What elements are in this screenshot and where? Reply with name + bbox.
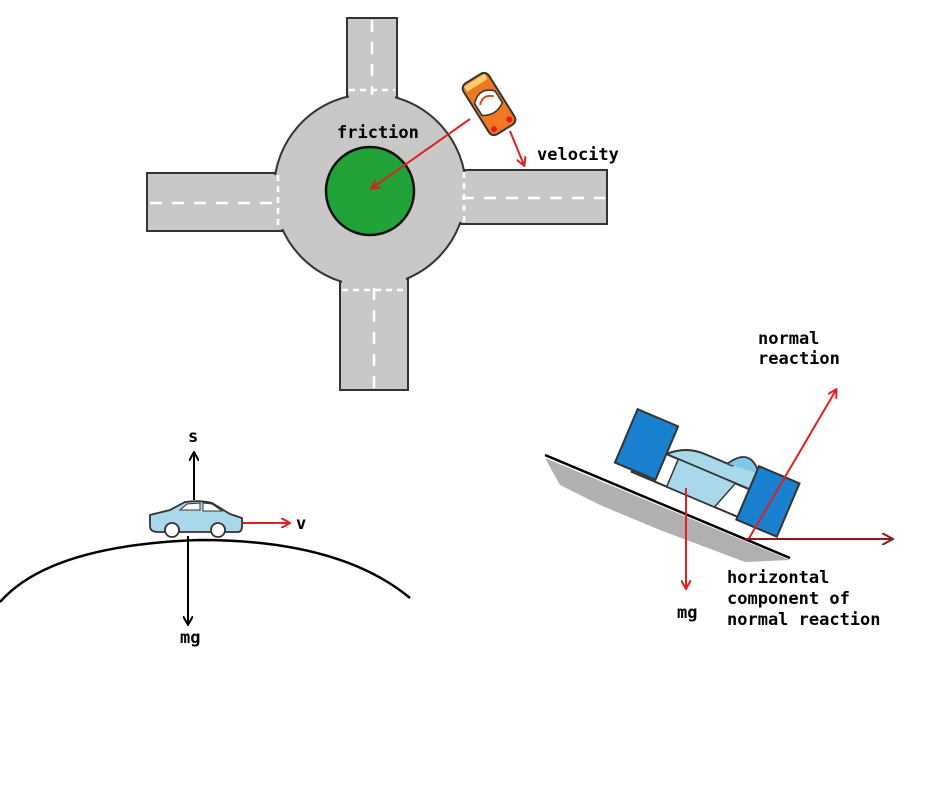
roundabout-diagram: friction velocity (146, 17, 619, 391)
friction-label: friction (337, 123, 419, 143)
orange-car-top-view (461, 71, 517, 137)
mg-label-bank: mg (677, 603, 697, 623)
slope-line (544, 453, 791, 560)
v-label: v (296, 514, 306, 534)
velocity-arrow (509, 130, 524, 165)
friction-arrow (372, 118, 471, 188)
hill-curve (0, 538, 411, 603)
normal-reaction-label-line1: normal (758, 329, 819, 349)
horizontal-component-label-line2: component of (727, 589, 850, 609)
normal-reaction-label-line2: reaction (758, 349, 840, 369)
horizontal-component-label-line3: normal reaction (727, 610, 881, 630)
hill-diagram: s v mg (0, 427, 411, 648)
horizontal-component-label-line1: horizontal (727, 568, 829, 588)
center-island (324, 145, 416, 237)
s-label: s (188, 427, 198, 447)
race-car (613, 407, 801, 539)
normal-reaction-arrow (747, 390, 836, 541)
lane-markings (150, 20, 605, 388)
mg-label-hill: mg (180, 628, 200, 648)
banked-track-diagram: normal reaction mg horizontal component … (544, 329, 892, 630)
velocity-label: velocity (537, 145, 619, 165)
blue-car-side-view (149, 500, 243, 538)
slope-shadow (545, 458, 790, 562)
